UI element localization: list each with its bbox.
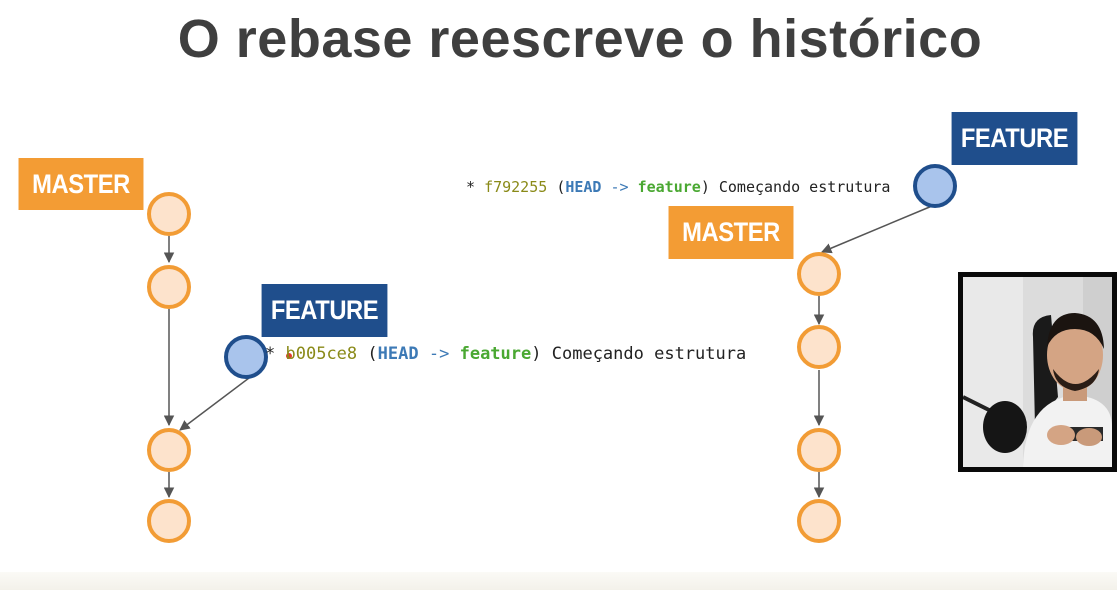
- webcam-overlay: [958, 272, 1117, 472]
- after-feature-label: FEATURE: [951, 112, 1078, 165]
- commit-node: [147, 499, 191, 543]
- edge-feature-parent: [179, 377, 250, 431]
- commit-node: [797, 252, 841, 296]
- head-ref: HEAD: [377, 344, 419, 364]
- feature-commit-node: [224, 335, 268, 379]
- branch-ref: feature: [637, 178, 701, 196]
- paren-open: (: [556, 178, 566, 196]
- before-commit-line: * b005ce8 (HEAD -> feature) Começando es…: [265, 344, 746, 364]
- branch-ref: feature: [459, 344, 532, 364]
- commit-node: [797, 499, 841, 543]
- before-master-chain: [147, 192, 292, 543]
- edge-feature-parent: [821, 205, 933, 254]
- head-ref: HEAD: [565, 178, 602, 196]
- ref-arrow: ->: [428, 344, 450, 364]
- commit-hash: b005ce8: [285, 344, 358, 364]
- commit-node: [147, 265, 191, 309]
- after-commit-line: * f792255 (HEAD -> feature) Começando es…: [466, 178, 890, 196]
- commit-node: [147, 428, 191, 472]
- before-feature-label: FEATURE: [261, 284, 388, 337]
- commit-node: [147, 192, 191, 236]
- paren-close: ): [700, 178, 710, 196]
- cursor-dot: [286, 353, 292, 359]
- presenter-video-icon: [963, 277, 1112, 467]
- paren-close: ): [531, 344, 542, 364]
- after-master-chain: [797, 164, 957, 543]
- ref-arrow: ->: [610, 178, 629, 196]
- paren-open: (: [367, 344, 378, 364]
- commit-hash: f792255: [484, 178, 548, 196]
- commit-node: [797, 428, 841, 472]
- commit-message: Começando estrutura: [551, 344, 747, 364]
- commit-node: [797, 325, 841, 369]
- star: *: [265, 344, 276, 364]
- commit-message: Começando estrutura: [718, 178, 891, 196]
- slide-title: O rebase reescreve o histórico: [177, 9, 983, 69]
- before-master-label: MASTER: [18, 158, 144, 210]
- feature-commit-node: [913, 164, 957, 208]
- slide-bottom-band: [0, 572, 1117, 590]
- star: *: [466, 178, 476, 196]
- after-master-label: MASTER: [668, 206, 794, 259]
